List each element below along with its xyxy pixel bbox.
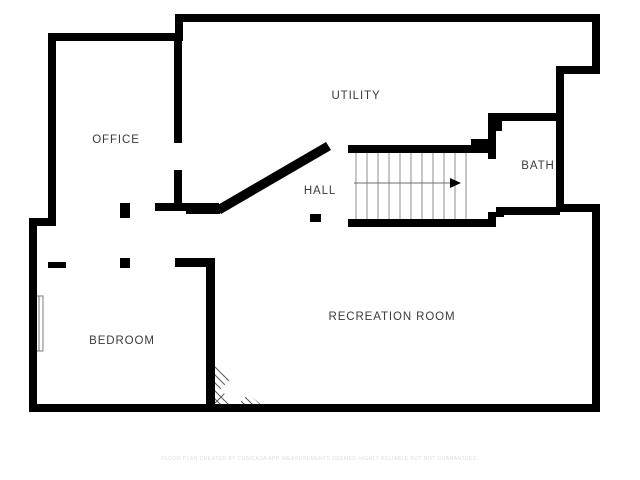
room-label-utility: UTILITY xyxy=(331,90,381,102)
room-label-bath: BATH xyxy=(521,160,555,172)
room-label-hall: HALL xyxy=(303,185,337,197)
staircase-group xyxy=(354,153,467,219)
walls xyxy=(29,14,600,412)
staircase-direction-arrow-icon xyxy=(450,178,461,188)
footer-credit-text: FLOOR PLAN CREATED BY CUBICASA APP. MEAS… xyxy=(161,456,479,462)
staircase-treads xyxy=(355,153,467,219)
room-label-recreation-room: RECREATION ROOM xyxy=(328,311,456,323)
room-label-bedroom: BEDROOM xyxy=(89,335,155,347)
room-label-office: OFFICE xyxy=(92,134,140,146)
